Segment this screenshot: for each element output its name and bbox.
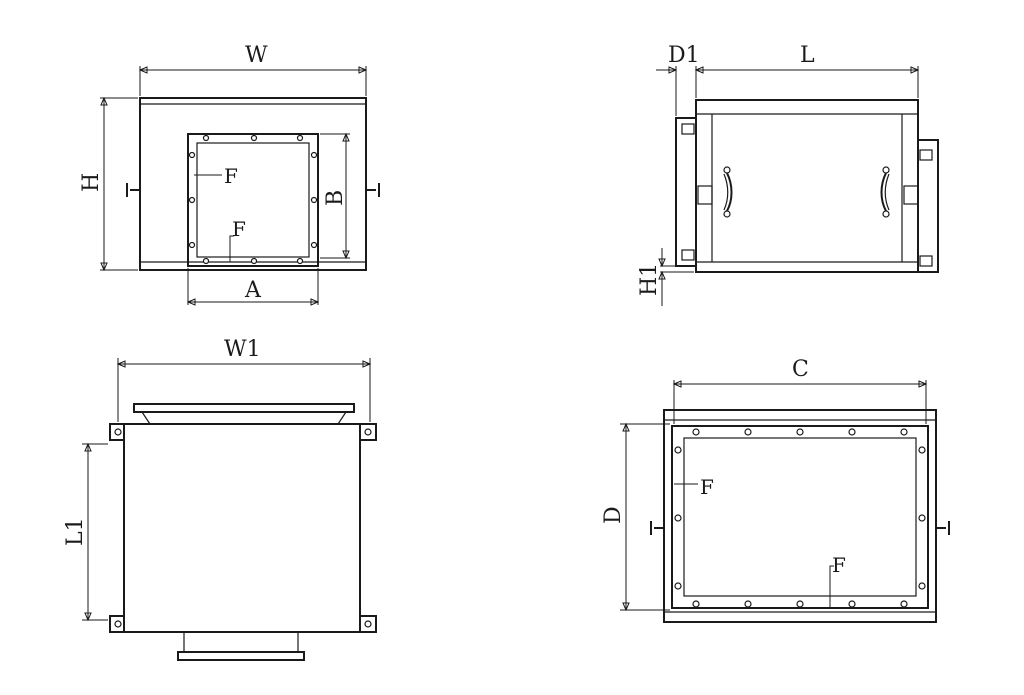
back-right-hook: [936, 521, 950, 535]
top-view: W1 L1: [63, 337, 377, 661]
back-view: F F C D: [601, 357, 950, 623]
front-right-hook: [366, 183, 380, 197]
front-flange-holes: [188, 134, 318, 265]
side-l-label: L: [800, 43, 815, 68]
top-lugs: [109, 423, 377, 633]
side-right-handle-icon: [880, 166, 890, 218]
front-flange-outer: [187, 133, 319, 267]
back-flange-holes: [674, 428, 926, 608]
back-flange-inner: [683, 437, 917, 597]
top-lower-flange: [177, 651, 305, 661]
side-right-flange: [917, 139, 939, 273]
side-view: D1 L H1: [637, 43, 939, 306]
side-h1-label: H1: [637, 263, 662, 296]
top-l1-label: L1: [63, 517, 88, 546]
side-d1-label: D1: [668, 43, 700, 68]
front-h-label: H: [79, 173, 104, 192]
back-f1-label: F: [700, 475, 714, 499]
top-w1-label: W1: [224, 337, 261, 362]
front-view: F F W H A B: [79, 43, 380, 306]
back-left-hook: [650, 521, 664, 535]
front-left-hook: [126, 183, 140, 197]
front-body: [139, 97, 367, 271]
back-flange-outer: [671, 425, 929, 609]
front-a-label: A: [244, 278, 262, 303]
front-w-label: W: [245, 43, 268, 68]
back-d-label: D: [601, 506, 626, 524]
side-body: [695, 99, 919, 273]
back-c-label: C: [792, 357, 809, 382]
back-f2-label: F: [832, 553, 846, 577]
side-left-flange: [675, 117, 697, 267]
front-b-label: B: [323, 190, 348, 206]
front-flange-inner: [196, 142, 310, 258]
top-body: [123, 423, 361, 633]
front-f2-label: F: [232, 217, 246, 241]
back-body: [663, 409, 937, 623]
top-upper-flange: [133, 403, 355, 413]
side-left-handle-icon: [723, 166, 733, 218]
front-f1-label: F: [224, 164, 238, 188]
